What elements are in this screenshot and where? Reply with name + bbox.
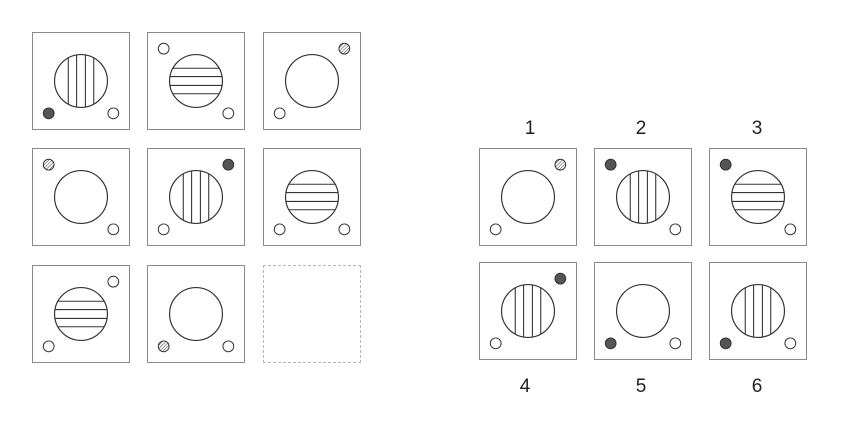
tile-figure (604, 283, 682, 350)
matrix-cell-5 (147, 148, 245, 246)
option-label-4: 4 (519, 376, 531, 397)
filled-dot (719, 337, 732, 350)
matrix-cell-1 (32, 32, 130, 130)
big-circle (730, 169, 786, 225)
tile-figure (42, 158, 120, 236)
big-circle (168, 286, 224, 342)
option-label-6: 6 (751, 376, 763, 397)
hatched-dot (157, 340, 170, 353)
option-1[interactable] (479, 148, 577, 246)
open-dot (669, 337, 682, 350)
open-dot (489, 223, 502, 236)
open-dot (222, 107, 235, 120)
tile-figure (273, 42, 351, 120)
option-label-5: 5 (635, 376, 647, 397)
option-label-1: 1 (524, 118, 536, 139)
hatched-dot (554, 158, 567, 171)
hatched-dot (338, 42, 351, 55)
filled-dot (42, 107, 55, 120)
option-label-2: 2 (635, 118, 647, 139)
hatched-dot (42, 158, 55, 171)
big-circle (284, 53, 340, 109)
tile-figure (157, 286, 235, 353)
filled-dot (604, 337, 617, 350)
big-circle (730, 283, 786, 339)
option-2[interactable] (594, 148, 692, 246)
open-dot (669, 223, 682, 236)
tile-figure (604, 158, 682, 236)
option-4[interactable] (479, 262, 577, 360)
option-3[interactable] (709, 148, 807, 246)
matrix-cell-4 (32, 148, 130, 246)
tile-figure (273, 169, 351, 236)
tile-figure (157, 158, 235, 236)
big-circle (615, 283, 671, 339)
tile-figure (42, 275, 120, 353)
big-circle (500, 283, 556, 339)
option-5[interactable] (594, 262, 692, 360)
tile-figure (719, 158, 797, 236)
tile-figure (157, 42, 235, 120)
open-dot (784, 223, 797, 236)
matrix-cell-missing (263, 265, 361, 363)
big-circle (168, 169, 224, 225)
big-circle (615, 169, 671, 225)
open-dot (107, 275, 120, 288)
filled-dot (554, 272, 567, 285)
matrix-cell-3 (263, 32, 361, 130)
matrix-cell-2 (147, 32, 245, 130)
option-label-3: 3 (751, 118, 763, 139)
big-circle (284, 169, 340, 225)
filled-dot (222, 158, 235, 171)
open-dot (784, 337, 797, 350)
big-circle (500, 169, 556, 225)
matrix-cell-6 (263, 148, 361, 246)
open-dot (338, 223, 351, 236)
big-circle (53, 53, 109, 109)
matrix-cell-8 (147, 265, 245, 363)
open-dot (107, 107, 120, 120)
big-circle (168, 53, 224, 109)
open-dot (273, 107, 286, 120)
tile-figure (42, 53, 120, 120)
open-dot (107, 223, 120, 236)
open-dot (157, 42, 170, 55)
open-dot (273, 223, 286, 236)
option-6[interactable] (709, 262, 807, 360)
tile-figure (489, 158, 567, 236)
open-dot (157, 223, 170, 236)
tile-figure (719, 283, 797, 350)
big-circle (53, 169, 109, 225)
tile-figure (489, 272, 567, 350)
open-dot (489, 337, 502, 350)
open-dot (42, 340, 55, 353)
filled-dot (604, 158, 617, 171)
matrix-cell-7 (32, 265, 130, 363)
big-circle (53, 286, 109, 342)
open-dot (222, 340, 235, 353)
filled-dot (719, 158, 732, 171)
